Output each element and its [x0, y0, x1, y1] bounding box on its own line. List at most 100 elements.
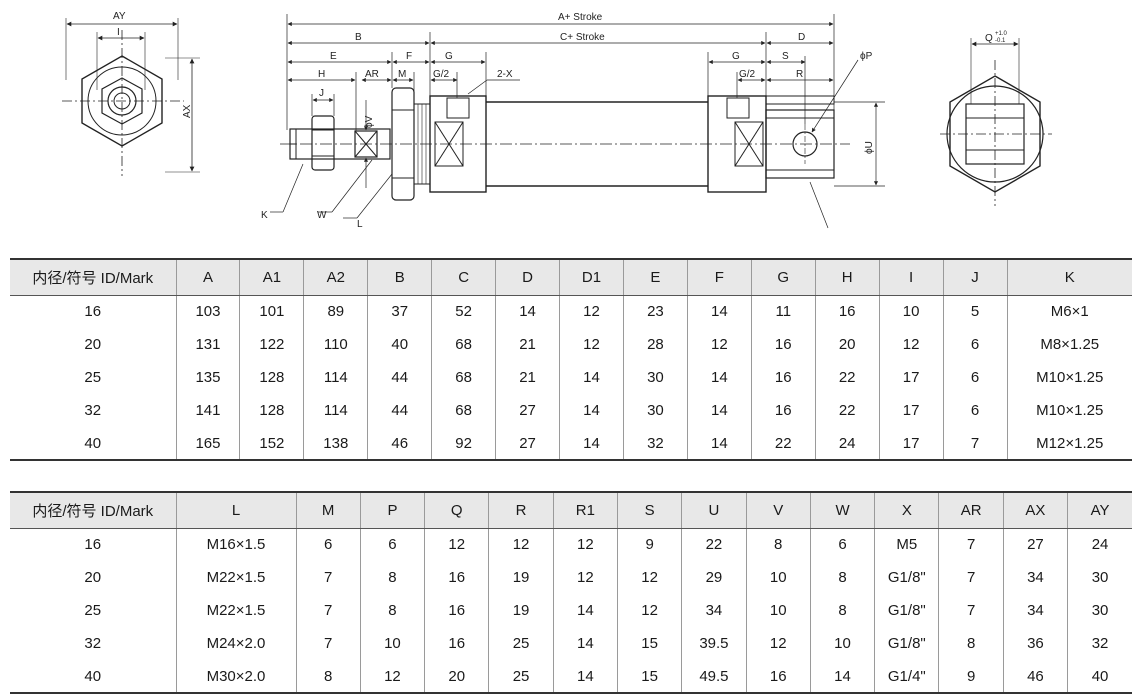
table-cell: 12 [686, 328, 752, 361]
table-cell: 28 [622, 328, 688, 361]
label-2x: 2-X [497, 69, 513, 80]
column-header: F [686, 258, 752, 296]
table-cell: 6 [295, 528, 361, 561]
table-cell: 17 [878, 361, 944, 394]
column-header: M [295, 491, 361, 529]
bore-size-cell: 20 [84, 569, 102, 586]
bore-size-cell: 32 [84, 402, 102, 419]
table-cell: 152 [239, 427, 304, 461]
label-r: R [796, 69, 803, 80]
table-cell: 12 [552, 528, 618, 561]
table-cell: 22 [814, 361, 880, 394]
table-cell: 103 [175, 295, 240, 328]
table-cell: 9 [616, 528, 682, 561]
table-cell: M10×1.25 [1006, 361, 1132, 394]
label-q-tol-upper: +1.0 [995, 31, 1008, 37]
table-cell: 32 [1067, 627, 1132, 660]
label-s: S [782, 51, 789, 62]
table-cell: 44 [367, 361, 432, 394]
table-cell: 12 [552, 561, 618, 594]
column-header: A2 [303, 258, 368, 296]
table-cell: 30 [622, 394, 688, 427]
table-cell: 10 [809, 627, 875, 660]
bore-size-cell: 16 [84, 303, 102, 321]
table-cell: 46 [1002, 660, 1068, 694]
bore-size-cell: 32 [84, 635, 102, 652]
table-cell: 12 [359, 660, 425, 694]
label-b: B [355, 32, 362, 43]
table-cell: 34 [681, 594, 747, 627]
left-end-view [62, 18, 200, 176]
side-view [280, 87, 850, 201]
column-header: U [681, 491, 747, 529]
table-cell: 32 [622, 427, 688, 461]
column-header: P [359, 491, 425, 529]
label-i: I [117, 27, 120, 38]
column-header: D1 [559, 258, 624, 296]
label-h: H [318, 69, 325, 80]
table-cell: 29 [681, 561, 747, 594]
label-phi-v: ϕV [364, 115, 375, 128]
label-g-right: G [732, 51, 740, 62]
label-c-stroke: C+ Stroke [560, 32, 605, 43]
table-cell: 10 [745, 594, 811, 627]
label-phi-u: ϕU [864, 141, 875, 154]
column-header: A [175, 258, 240, 296]
table-cell: 12 [559, 295, 624, 328]
table-cell: G1/8" [874, 627, 939, 660]
column-header: 内径/符号 ID/Mark [10, 258, 176, 296]
table-cell: 16 [424, 594, 489, 627]
table-cell: 21 [495, 361, 560, 394]
table-cell: 128 [239, 394, 304, 427]
table-cell: 22 [681, 528, 747, 561]
table-cell: 30 [622, 361, 688, 394]
table-cell: 15 [616, 660, 682, 694]
table-cell: 122 [239, 328, 304, 361]
side-dimensions [270, 14, 885, 229]
table-cell: 9 [938, 660, 1004, 694]
column-header: H [814, 258, 880, 296]
column-header: V [745, 491, 811, 529]
table-cell: 10 [878, 295, 944, 328]
column-header: L [175, 491, 296, 529]
table-cell: 7 [295, 627, 361, 660]
table-cell: G1/8" [874, 561, 939, 594]
table-cell: 44 [367, 394, 432, 427]
label-l: L [357, 219, 363, 230]
column-header: AY [1067, 491, 1132, 529]
table-cell: M10×1.25 [1006, 394, 1132, 427]
table-cell: 16 [814, 295, 880, 328]
table-cell: 34 [1002, 561, 1068, 594]
table-cell: 12 [745, 627, 811, 660]
table-cell: 110 [303, 328, 368, 361]
right-end-view [940, 38, 1052, 206]
label-w: W [317, 210, 327, 221]
label-g2-left: G/2 [433, 69, 450, 80]
table-cell: 15 [616, 627, 682, 660]
table-cell: 25 [488, 660, 554, 694]
table-cell: 17 [878, 394, 944, 427]
table-cell: 16 [424, 561, 489, 594]
table-cell: 16 [750, 361, 816, 394]
column-header: J [942, 258, 1007, 296]
label-g2-right: G/2 [739, 69, 756, 80]
label-ay: AY [113, 11, 126, 22]
table-cell: 6 [942, 394, 1007, 427]
table-cell: 101 [239, 295, 304, 328]
table-cell: 141 [175, 394, 240, 427]
table-cell: 14 [686, 361, 752, 394]
table-cell: 8 [295, 660, 361, 694]
table-cell: 12 [878, 328, 944, 361]
table-cell: 114 [303, 394, 368, 427]
table-cell: 52 [431, 295, 496, 328]
column-header: A1 [239, 258, 304, 296]
